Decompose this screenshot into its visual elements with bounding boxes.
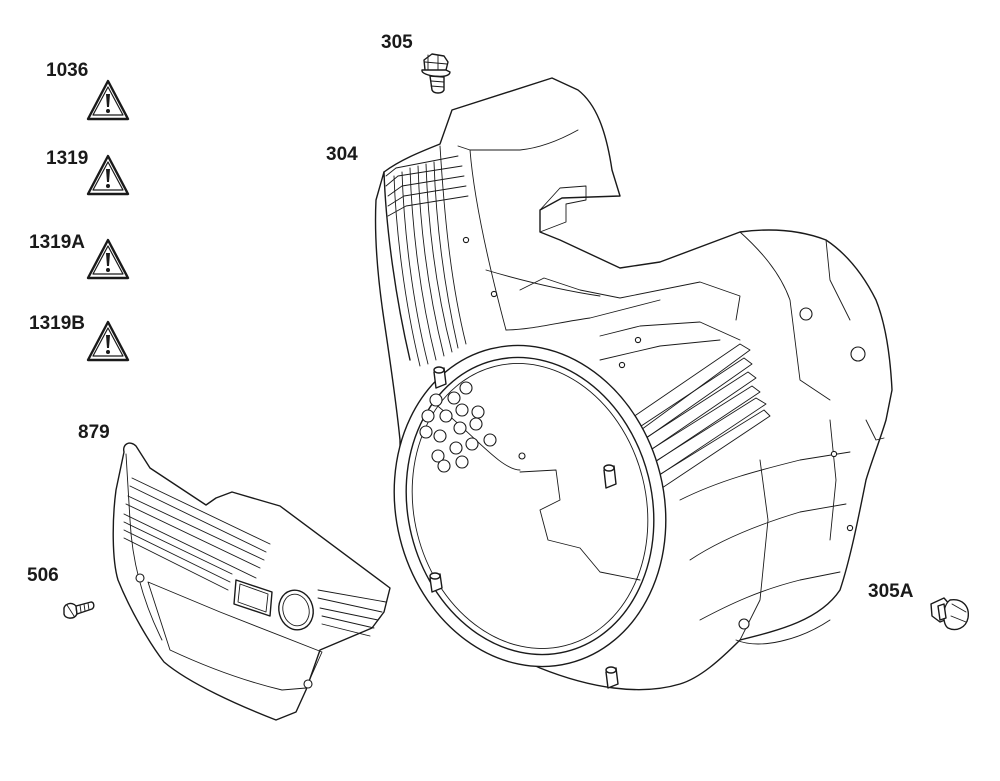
cover-panel-879: [112, 442, 391, 721]
callout-1036: 1036: [46, 60, 89, 81]
stud: [603, 464, 617, 489]
callout-305A: 305A: [868, 581, 914, 602]
callout-1319: 1319: [46, 148, 89, 169]
bolt-305A: [930, 597, 969, 631]
stud: [433, 366, 447, 389]
callout-506: 506: [27, 565, 59, 586]
bolt-305: [421, 53, 451, 94]
callout-304: 304: [326, 144, 358, 165]
stud: [605, 666, 619, 689]
warning-triangle-icon: [86, 238, 130, 280]
callout-1319A: 1319A: [29, 232, 85, 253]
callout-305: 305: [381, 32, 413, 53]
warning-triangle-icon: [86, 79, 130, 121]
blower-housing-304: [374, 77, 893, 691]
callout-1319B: 1319B: [29, 313, 85, 334]
stud: [429, 572, 443, 593]
screw-506: [63, 601, 95, 619]
callout-879: 879: [78, 422, 110, 443]
warning-triangle-icon: [86, 320, 130, 362]
warning-triangle-icon: [86, 154, 130, 196]
